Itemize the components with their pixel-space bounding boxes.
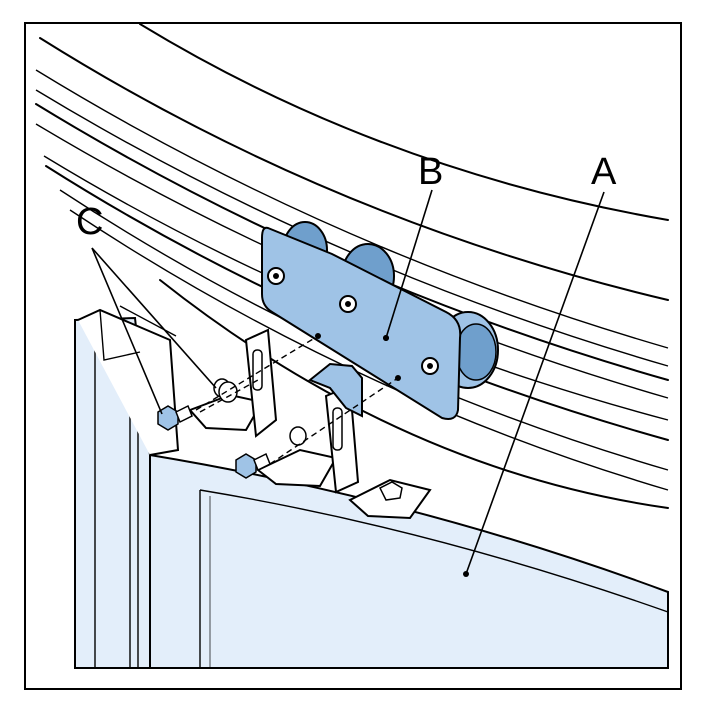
mounting-bracket-middle: [256, 384, 360, 494]
screw-lower-left: [157, 404, 193, 431]
carriage: [261, 221, 499, 420]
mounting-bracket-right: [348, 478, 432, 520]
screw-lower-middle: [235, 452, 271, 479]
carriage-plate: [261, 226, 462, 420]
door-profile: [74, 305, 180, 669]
mounting-bracket-left: [188, 328, 278, 438]
label-a: A: [591, 151, 617, 193]
label-c: C: [76, 201, 103, 243]
leader-lines: [91, 189, 605, 577]
assembly-lines: [195, 335, 399, 465]
label-b: B: [418, 151, 443, 193]
